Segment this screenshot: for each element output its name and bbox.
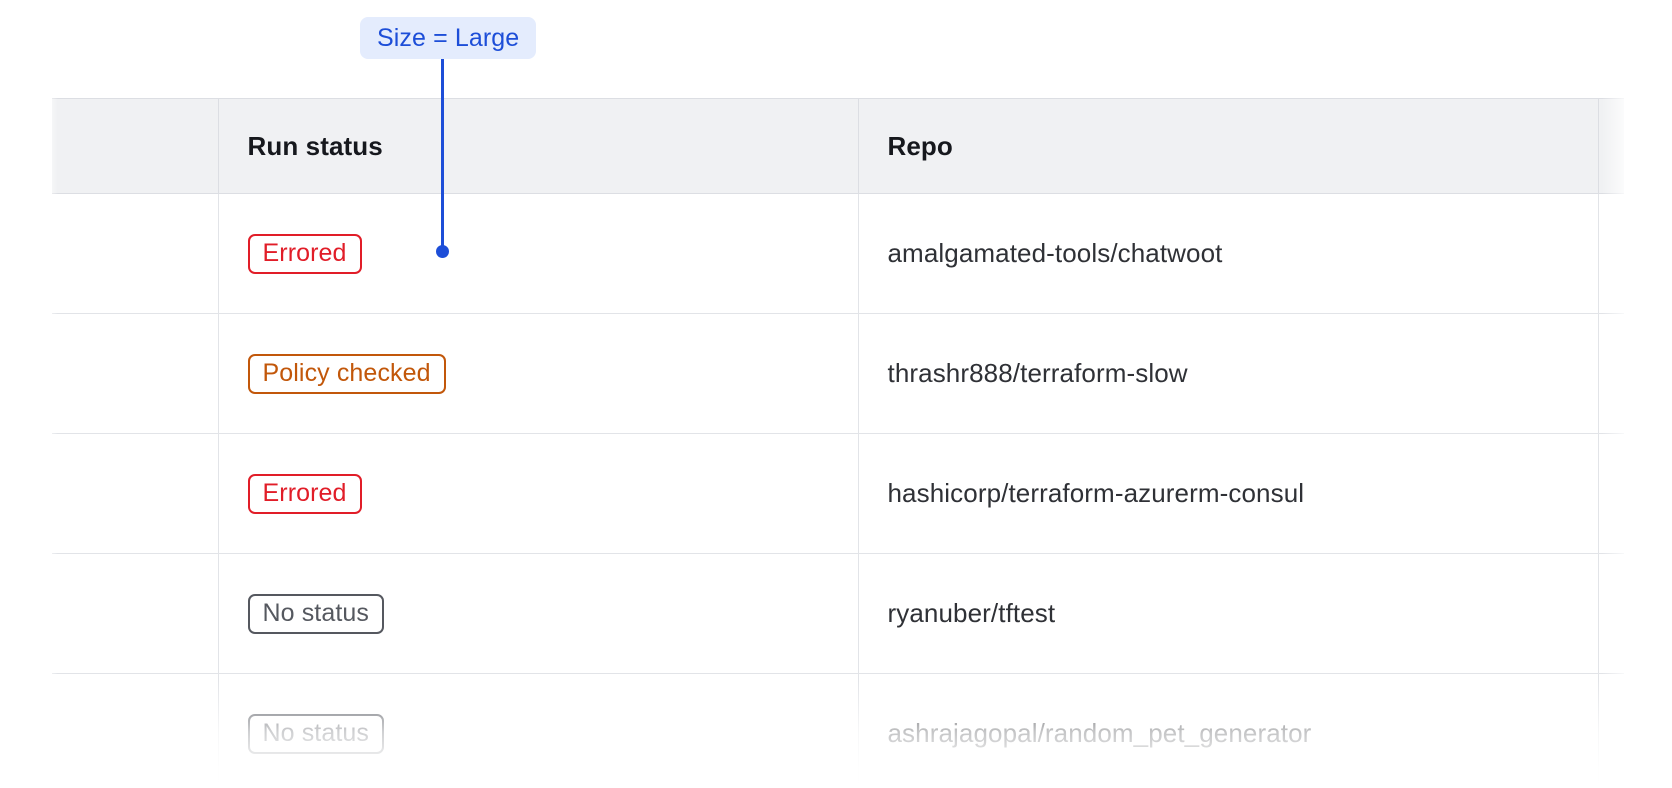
repo-cell: ashrajagopal/random_pet_generator bbox=[858, 673, 1599, 788]
annotation-leader-dot bbox=[436, 245, 449, 258]
row-spacer-cell bbox=[52, 553, 219, 674]
column-header-run-status[interactable]: Run status bbox=[218, 98, 859, 194]
status-badge[interactable]: Errored bbox=[247, 233, 362, 274]
status-badge[interactable]: Errored bbox=[247, 473, 362, 514]
run-status-cell: Errored bbox=[218, 433, 859, 554]
table-body: Errored amalgamated-tools/chatwoot Polic… bbox=[52, 193, 1624, 788]
repo-name: thrashr888/terraform-slow bbox=[887, 358, 1188, 388]
status-badge[interactable]: Policy checked bbox=[247, 353, 446, 394]
repo-cell: thrashr888/terraform-slow bbox=[858, 313, 1599, 434]
repo-name: amalgamated-tools/chatwoot bbox=[887, 238, 1223, 268]
table-row[interactable]: Errored hashicorp/terraform-azurerm-cons… bbox=[52, 433, 1624, 554]
repo-name: hashicorp/terraform-azurerm-consul bbox=[887, 478, 1305, 508]
run-status-table: Run status Repo Errored amalgamated-tool… bbox=[52, 98, 1624, 788]
row-spacer-cell bbox=[52, 433, 219, 554]
repo-cell: hashicorp/terraform-azurerm-consul bbox=[858, 433, 1599, 554]
row-tail-cell bbox=[1598, 193, 1624, 314]
table-row[interactable]: Policy checked thrashr888/terraform-slow bbox=[52, 313, 1624, 434]
row-tail-cell bbox=[1598, 553, 1624, 674]
row-tail-cell bbox=[1598, 313, 1624, 434]
repo-cell: amalgamated-tools/chatwoot bbox=[858, 193, 1599, 314]
table-row[interactable]: Errored amalgamated-tools/chatwoot bbox=[52, 193, 1624, 314]
table-row[interactable]: No status ryanuber/tftest bbox=[52, 553, 1624, 674]
status-badge[interactable]: No status bbox=[247, 593, 385, 634]
repo-cell: ryanuber/tftest bbox=[858, 553, 1599, 674]
repo-name: ryanuber/tftest bbox=[887, 598, 1056, 628]
run-status-cell: Policy checked bbox=[218, 313, 859, 434]
run-status-cell: No status bbox=[218, 673, 859, 788]
column-header-tail bbox=[1598, 98, 1624, 194]
run-status-table-container: Run status Repo Errored amalgamated-tool… bbox=[52, 98, 1624, 788]
table-header: Run status Repo bbox=[52, 98, 1624, 194]
status-badge[interactable]: No status bbox=[247, 713, 385, 754]
table-row[interactable]: No status ashrajagopal/random_pet_genera… bbox=[52, 673, 1624, 788]
row-spacer-cell bbox=[52, 313, 219, 434]
fade-overlay-left bbox=[0, 90, 58, 788]
table-header-row: Run status Repo bbox=[52, 98, 1624, 194]
row-spacer-cell bbox=[52, 673, 219, 788]
run-status-cell: No status bbox=[218, 553, 859, 674]
repo-name: ashrajagopal/random_pet_generator bbox=[887, 718, 1312, 748]
row-tail-cell bbox=[1598, 433, 1624, 554]
annotation-leader-line bbox=[441, 58, 444, 252]
size-annotation-label: Size = Large bbox=[377, 23, 520, 52]
row-tail-cell bbox=[1598, 673, 1624, 788]
row-spacer-cell bbox=[52, 193, 219, 314]
size-annotation-badge: Size = Large bbox=[360, 17, 537, 59]
column-header-repo[interactable]: Repo bbox=[858, 98, 1599, 194]
column-header-spacer bbox=[52, 98, 219, 194]
run-status-cell: Errored bbox=[218, 193, 859, 314]
